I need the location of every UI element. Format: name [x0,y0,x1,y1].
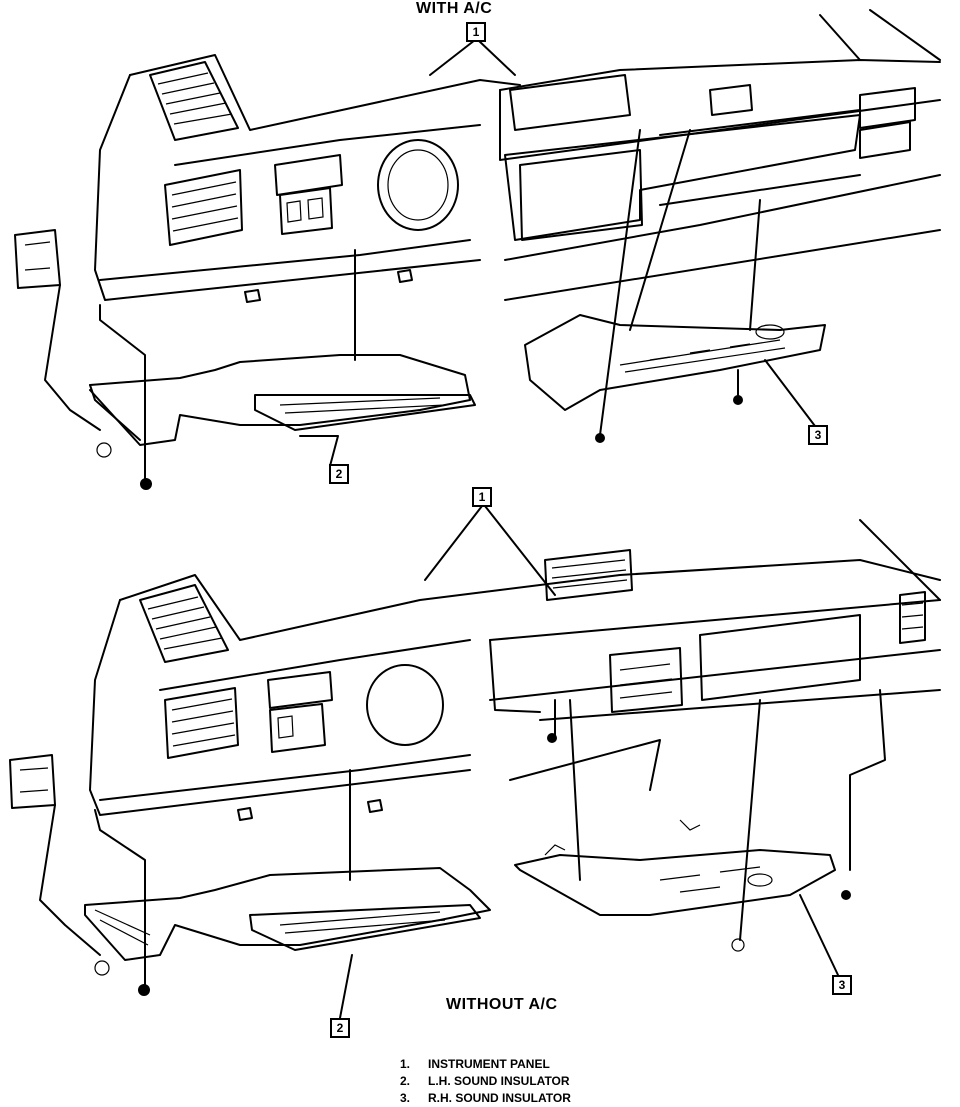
top-rh-insulator [524,129,826,443]
bottom-lh-insulator [39,769,491,1019]
legend-label: R.H. SOUND INSULATOR [428,1091,571,1105]
bottom-rh-insulator [514,689,886,976]
callout-top-rh: 3 [808,425,828,445]
legend-number: 1. [400,1057,411,1071]
top-right-dash [499,9,941,301]
callout-bottom-panel: 1 [472,487,492,507]
top-left-dash [14,54,521,303]
parts-legend: 1. INSTRUMENT PANEL 2. L.H. SOUND INSULA… [400,1056,571,1107]
legend-number: 2. [400,1074,411,1088]
legend-item: 2. L.H. SOUND INSULATOR [400,1073,571,1090]
without-ac-heading: WITHOUT A/C [446,996,558,1013]
legend-item: 3. R.H. SOUND INSULATOR [400,1090,571,1107]
legend-number: 3. [400,1091,411,1105]
callout-top-panel: 1 [466,22,486,42]
callout-bottom-rh: 3 [832,975,852,995]
legend-label: INSTRUMENT PANEL [428,1057,550,1071]
legend-label: L.H. SOUND INSULATOR [428,1074,570,1088]
with-ac-heading: WITH A/C [416,0,493,17]
bottom-left-dash [9,574,501,821]
top-lh-insulator [44,249,476,490]
bottom-right-dash [489,519,941,791]
legend-item: 1. INSTRUMENT PANEL [400,1056,571,1073]
callout-top-lh: 2 [329,464,349,484]
callout-bottom-lh: 2 [330,1018,350,1038]
